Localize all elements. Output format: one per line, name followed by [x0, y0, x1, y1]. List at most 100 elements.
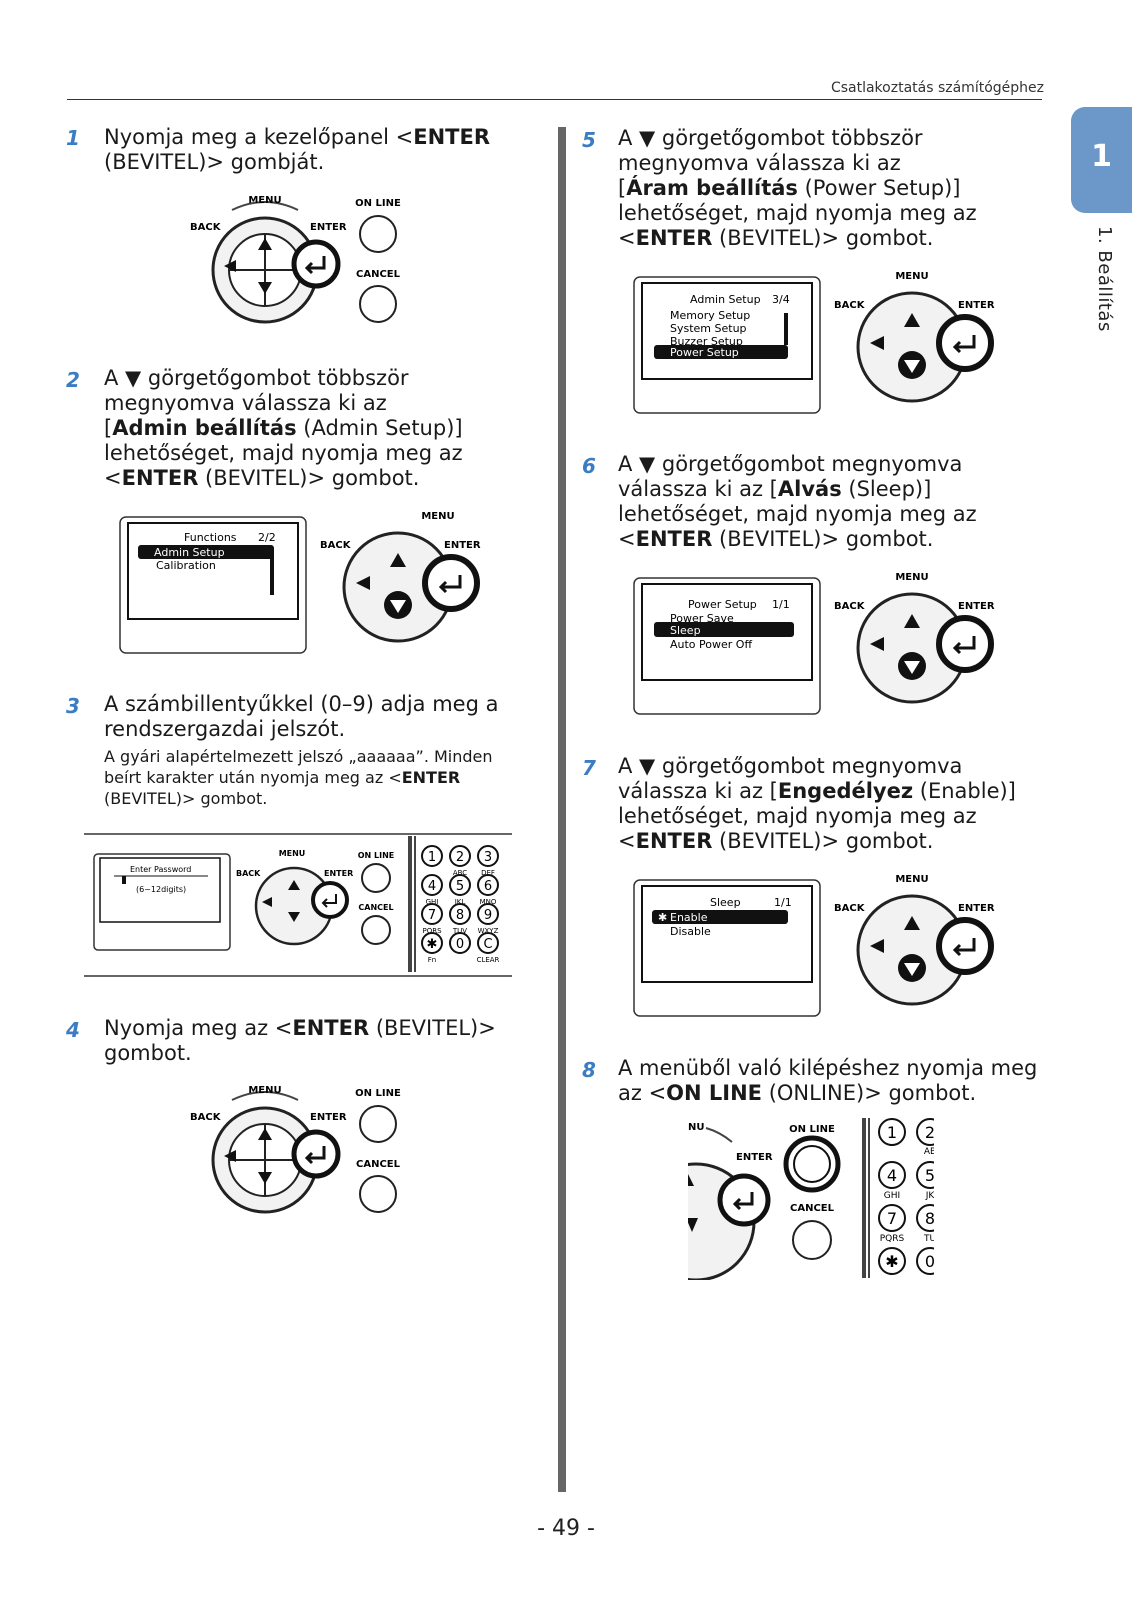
keypad-key[interactable]	[449, 874, 471, 896]
keypad-letters: DEF	[481, 869, 495, 877]
keypad-letters: JK	[925, 1191, 936, 1201]
left-arrow-icon[interactable]	[870, 637, 884, 651]
cancel-button[interactable]	[359, 285, 397, 323]
keypad-letters: TUV	[452, 927, 467, 935]
down-arrow-icon[interactable]	[258, 282, 272, 294]
keypad-key[interactable]	[878, 1161, 906, 1189]
up-arrow-icon[interactable]	[904, 916, 920, 930]
enter-button[interactable]	[291, 239, 341, 289]
online-button[interactable]	[361, 863, 391, 893]
up-arrow-icon[interactable]	[390, 553, 406, 567]
step-5-text: A ▼ görgetőgombot többször megnyomva vál…	[618, 126, 1038, 251]
back-label: BACK	[236, 869, 261, 878]
keypad-key[interactable]	[421, 932, 443, 954]
enter-button[interactable]	[291, 1129, 341, 1179]
keypad-key[interactable]	[878, 1118, 906, 1146]
down-arrow-icon[interactable]	[688, 1218, 698, 1232]
enter-icon	[952, 335, 976, 354]
keypad-key[interactable]	[449, 903, 471, 925]
online-label: ON LINE	[358, 851, 395, 860]
keypad-key[interactable]	[916, 1161, 938, 1189]
step-4-text: Nyomja meg az <ENTER (BEVITEL)> gombot.	[104, 1016, 534, 1066]
keypad-digit: 7	[887, 1209, 897, 1228]
keypad-key[interactable]	[916, 1118, 938, 1146]
enter-button[interactable]	[936, 314, 994, 372]
lcd-selected-item: Sleep	[670, 624, 701, 637]
enter-button[interactable]	[936, 917, 994, 975]
left-arrow-icon[interactable]	[224, 260, 236, 272]
cancel-button[interactable]	[361, 915, 391, 945]
up-arrow-icon[interactable]	[904, 614, 920, 628]
lcd-title: Power Setup	[688, 598, 757, 611]
lcd-title: Admin Setup	[690, 293, 761, 306]
left-arrow-icon[interactable]	[870, 939, 884, 953]
left-arrow-icon[interactable]	[262, 897, 272, 907]
enter-label: ENTER	[310, 222, 347, 233]
keypad-key[interactable]	[477, 845, 499, 867]
step-2-line: A ▼ görgetőgombot többször	[104, 366, 409, 390]
lcd-item: Calibration	[156, 559, 216, 572]
menu-label: MENU	[248, 195, 281, 206]
left-arrow-icon[interactable]	[870, 336, 884, 350]
enter-button[interactable]	[936, 615, 994, 673]
cancel-button[interactable]	[359, 1175, 397, 1213]
lcd-page: 1/1	[772, 598, 790, 611]
up-arrow-icon[interactable]	[258, 1128, 272, 1140]
keypad-key[interactable]	[878, 1247, 906, 1275]
keypad-digit: ✱	[885, 1252, 898, 1271]
keypad-key[interactable]	[449, 932, 471, 954]
lcd-item: System Setup	[670, 322, 747, 335]
chapter-tab-number: 1	[1091, 139, 1112, 174]
panel-diagram-6: Power Setup 1/1 Power Save Sleep Auto Po…	[633, 572, 995, 715]
lcd-page: 3/4	[772, 293, 790, 306]
keypad-key[interactable]	[477, 874, 499, 896]
enter-button[interactable]	[422, 554, 480, 612]
up-arrow-icon[interactable]	[258, 238, 272, 250]
cancel-button[interactable]	[792, 1220, 832, 1260]
menu-label: MENU	[248, 1085, 281, 1096]
keypad-key[interactable]	[421, 903, 443, 925]
step-7-line: A ▼ görgetőgombot megnyomva	[618, 754, 963, 778]
chapter-tab[interactable]: 1	[1071, 107, 1132, 213]
cancel-label: CANCEL	[358, 903, 393, 912]
keypad-key[interactable]	[916, 1204, 938, 1232]
online-button[interactable]	[359, 1105, 397, 1143]
up-arrow-icon[interactable]	[288, 880, 300, 890]
lcd-hint: (6~12digits)	[136, 885, 186, 894]
keypad-digit: 7	[428, 908, 436, 923]
step-2-text: A ▼ görgetőgombot többször megnyomva vál…	[104, 366, 534, 491]
down-arrow-icon	[904, 360, 920, 373]
menu-label: MENU	[279, 849, 306, 858]
keypad-letters: WXYZ	[478, 927, 499, 935]
keypad-key[interactable]	[477, 932, 499, 954]
left-arrow-icon[interactable]	[224, 1150, 236, 1162]
keypad-letters: MNO	[480, 898, 497, 906]
keypad-key[interactable]	[421, 845, 443, 867]
step-3-line: rendszergazdai jelszót.	[104, 717, 346, 741]
online-label: ON LINE	[789, 1124, 835, 1135]
left-arrow-icon[interactable]	[356, 576, 370, 590]
lcd-screen	[641, 282, 813, 380]
keypad-key[interactable]	[449, 845, 471, 867]
keypad-key[interactable]	[421, 874, 443, 896]
keypad-key[interactable]	[878, 1204, 906, 1232]
down-arrow-icon[interactable]	[288, 912, 300, 922]
up-arrow-icon[interactable]	[688, 1174, 694, 1186]
keypad-key[interactable]	[477, 903, 499, 925]
enter-button[interactable]	[717, 1173, 771, 1227]
online-button[interactable]	[359, 215, 397, 253]
lcd-screen	[127, 522, 299, 620]
enter-icon	[304, 1146, 326, 1165]
back-label: BACK	[190, 222, 222, 233]
enter-label: ENTER	[324, 869, 353, 878]
lcd-item: Auto Power Off	[670, 638, 752, 651]
cancel-label: CANCEL	[790, 1203, 835, 1214]
keypad-letters: GHI	[884, 1191, 900, 1201]
down-arrow-icon[interactable]	[258, 1172, 272, 1184]
up-arrow-icon[interactable]	[904, 313, 920, 327]
keypad-key[interactable]	[916, 1247, 938, 1275]
enter-label: ENTER	[736, 1152, 773, 1163]
enter-button[interactable]	[311, 881, 349, 919]
